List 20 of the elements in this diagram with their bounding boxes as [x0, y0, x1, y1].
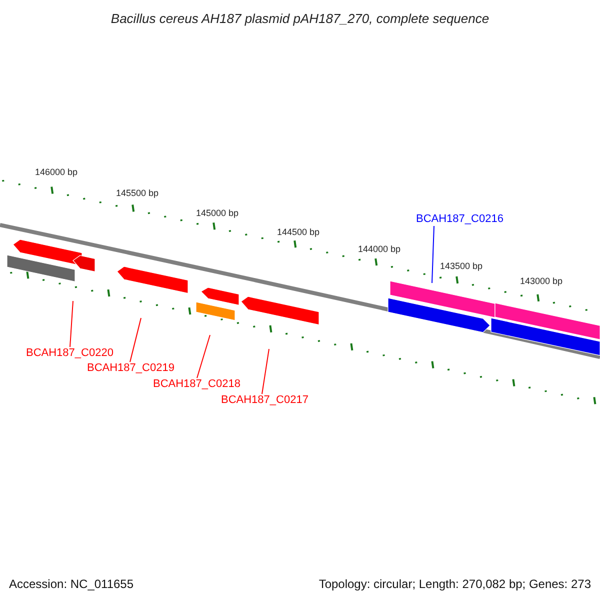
gene-label: BCAH187_C0217	[221, 394, 308, 407]
position-label: 143500 bp	[440, 261, 483, 272]
position-label: 146000 bp	[35, 167, 78, 178]
accession-text: Accession: NC_011655	[9, 576, 134, 593]
title: Bacillus cereus AH187 plasmid pAH187_270, complete sequence	[110, 10, 490, 28]
gene-label: BCAH187_C0216	[416, 213, 504, 226]
gene-label: BCAH187_C0220	[26, 347, 114, 360]
position-label: 145500 bp	[116, 188, 159, 199]
leader-line	[432, 226, 434, 284]
position-label: 144000 bp	[358, 244, 401, 255]
summary-text: Topology: circular; Length: 270,082 bp; Genes: 273	[318, 576, 591, 593]
leader-line	[70, 300, 74, 348]
leader-line	[130, 318, 142, 362]
position-label: 145000 bp	[196, 208, 239, 219]
leader-line	[262, 348, 270, 394]
leader-line	[196, 334, 210, 378]
gene-label: BCAH187_C0219	[87, 362, 174, 375]
position-label: 144500 bp	[277, 227, 320, 238]
position-label: 143000 bp	[520, 276, 563, 287]
gene-label: BCAH187_C0218	[153, 378, 240, 391]
